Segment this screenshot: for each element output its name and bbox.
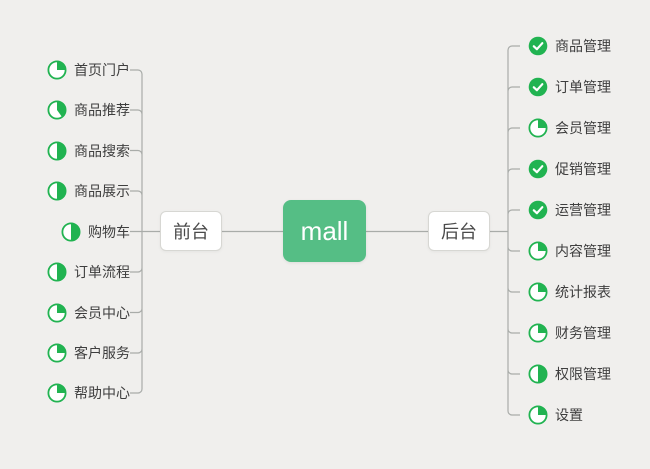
- branch-node-back-label: 后台: [441, 222, 477, 242]
- topic-label: 内容管理: [555, 243, 611, 259]
- topic-node[interactable]: 客户服务: [47, 341, 130, 365]
- branch-node-front-label: 前台: [173, 222, 209, 242]
- task-done-check-icon: [528, 36, 548, 56]
- task-progress-pie-icon: [528, 364, 548, 384]
- topic-label: 购物车: [88, 223, 130, 240]
- topic-label: 会员管理: [555, 120, 611, 136]
- root-node-mall[interactable]: mall: [283, 200, 366, 262]
- topic-label: 设置: [555, 407, 583, 423]
- topic-label: 商品搜索: [74, 142, 130, 159]
- topic-node[interactable]: 订单管理: [528, 75, 611, 99]
- topic-label: 运营管理: [555, 202, 611, 218]
- topic-node[interactable]: 首页门户: [47, 58, 130, 82]
- task-progress-pie-icon: [47, 181, 67, 201]
- topic-label: 首页门户: [74, 62, 130, 78]
- topic-label: 商品管理: [555, 38, 611, 54]
- root-node-label: mall: [300, 215, 349, 246]
- topic-label: 商品推荐: [74, 102, 130, 118]
- task-progress-pie-icon: [528, 323, 548, 343]
- topic-node[interactable]: 权限管理: [528, 362, 611, 386]
- task-progress-pie-icon: [47, 100, 67, 120]
- topic-node[interactable]: 帮助中心: [47, 381, 130, 405]
- topic-label: 权限管理: [555, 366, 611, 382]
- task-progress-pie-icon: [61, 221, 81, 242]
- task-progress-pie-icon: [47, 343, 67, 363]
- topic-label: 促销管理: [555, 161, 611, 177]
- task-progress-pie-icon: [528, 282, 548, 302]
- topic-node[interactable]: 订单流程: [47, 260, 130, 284]
- topic-label: 财务管理: [555, 325, 611, 341]
- topic-node[interactable]: 商品管理: [528, 34, 611, 58]
- task-progress-pie-icon: [47, 140, 67, 161]
- topic-node[interactable]: 商品搜索: [47, 139, 130, 163]
- topic-node[interactable]: 财务管理: [528, 321, 611, 345]
- task-done-check-icon: [528, 159, 548, 179]
- topic-label: 统计报表: [555, 284, 611, 300]
- branch-node-front[interactable]: 前台: [160, 211, 222, 251]
- topic-node[interactable]: 设置: [528, 403, 583, 427]
- topic-label: 订单流程: [74, 264, 130, 280]
- task-progress-pie-icon: [528, 241, 548, 261]
- topic-label: 商品展示: [74, 183, 130, 199]
- task-done-check-icon: [528, 200, 548, 220]
- topic-node[interactable]: 统计报表: [528, 280, 611, 304]
- task-done-check-icon: [528, 77, 548, 97]
- topic-label: 帮助中心: [74, 385, 130, 401]
- task-progress-pie-icon: [528, 405, 548, 425]
- task-progress-pie-icon: [47, 383, 67, 403]
- topic-node[interactable]: 促销管理: [528, 157, 611, 181]
- task-progress-pie-icon: [47, 302, 67, 323]
- topic-node[interactable]: 内容管理: [528, 239, 611, 263]
- topic-node[interactable]: 运营管理: [528, 198, 611, 222]
- topic-node[interactable]: 购物车: [61, 220, 130, 244]
- topic-label: 客户服务: [74, 345, 130, 361]
- topic-node[interactable]: 会员管理: [528, 116, 611, 140]
- task-progress-pie-icon: [47, 60, 67, 80]
- task-progress-pie-icon: [47, 262, 67, 282]
- topic-node[interactable]: 会员中心: [47, 301, 130, 325]
- topic-node[interactable]: 商品推荐: [47, 98, 130, 122]
- topic-label: 订单管理: [555, 79, 611, 95]
- topic-label: 会员中心: [74, 304, 130, 321]
- topic-node[interactable]: 商品展示: [47, 179, 130, 203]
- branch-node-back[interactable]: 后台: [428, 211, 490, 251]
- task-progress-pie-icon: [528, 118, 548, 138]
